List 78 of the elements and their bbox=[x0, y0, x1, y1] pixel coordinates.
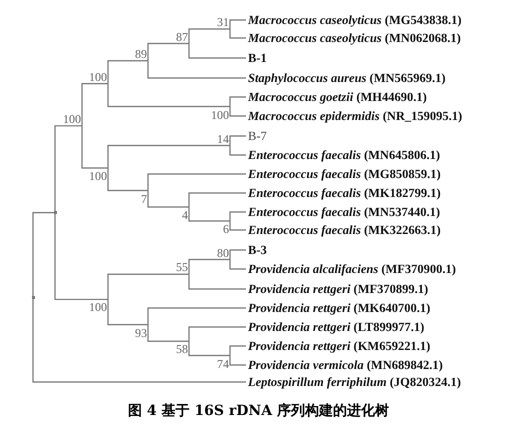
tree-branch bbox=[188, 341, 230, 356]
taxon-label: B-1 bbox=[246, 49, 267, 67]
tree-branch bbox=[32, 297, 246, 383]
tree-branch bbox=[229, 221, 246, 231]
tree-branch bbox=[229, 260, 246, 270]
bootstrap-value: 80 bbox=[217, 246, 229, 260]
tree-branch bbox=[229, 146, 246, 156]
tree-branch bbox=[229, 19, 246, 29]
taxon-label: Providencia vermicola (MN689842.1) bbox=[246, 356, 443, 374]
tree-branch bbox=[188, 207, 230, 222]
tree-branch bbox=[147, 190, 189, 208]
tree-branch bbox=[147, 324, 189, 342]
taxon-label: Macrococcus goetzii (MH44690.1) bbox=[246, 88, 427, 106]
bootstrap-value: 14 bbox=[217, 132, 229, 146]
tree-branch bbox=[229, 356, 246, 366]
bootstrap-value: 100 bbox=[89, 300, 107, 314]
tree-branch bbox=[32, 212, 55, 298]
taxon-label: Providencia rettgeri (MF370899.1) bbox=[246, 280, 428, 298]
bootstrap-value: 4 bbox=[182, 208, 188, 222]
tree-branch bbox=[229, 106, 246, 117]
taxon-label: B-7 bbox=[246, 127, 267, 145]
tree-branch bbox=[188, 44, 246, 59]
tree-branch bbox=[54, 125, 82, 213]
tree-branch bbox=[81, 83, 108, 126]
tree-branch bbox=[147, 173, 246, 190]
taxon-label: Providencia rettgeri (MK640700.1) bbox=[246, 299, 430, 317]
tree-branch bbox=[229, 29, 246, 39]
taxon-label: Providencia rettgeri (KM659221.1) bbox=[246, 337, 430, 355]
tree-branch bbox=[107, 84, 230, 108]
tree-branch bbox=[107, 60, 148, 84]
taxon-label: Providencia alcalifaciens (MF370900.1) bbox=[246, 260, 456, 278]
tree-branch bbox=[147, 42, 189, 61]
branch-point bbox=[32, 296, 34, 299]
tree-branch bbox=[229, 345, 246, 356]
tree-branch bbox=[107, 144, 230, 168]
bootstrap-value: 100 bbox=[89, 169, 107, 183]
tree-branch bbox=[188, 274, 246, 290]
tree-branch bbox=[229, 96, 246, 106]
taxon-label: Staphylococcus aureus (MN565969.1) bbox=[246, 69, 446, 87]
tree-branch bbox=[107, 299, 148, 326]
taxon-label: B-3 bbox=[246, 241, 267, 259]
bootstrap-value: 89 bbox=[135, 46, 147, 61]
taxon-label: Leptospirillum ferriphilum (JQ820324.1) bbox=[246, 373, 461, 391]
bootstrap-value: 55 bbox=[176, 260, 188, 274]
bootstrap-value: 31 bbox=[217, 15, 229, 29]
tree-branch bbox=[188, 258, 230, 274]
tree-branch bbox=[188, 192, 246, 207]
bootstrap-value: 100 bbox=[63, 112, 81, 126]
tree-branch bbox=[188, 326, 246, 342]
bootstrap-value: 7 bbox=[141, 192, 147, 206]
bootstrap-value: 100 bbox=[89, 70, 107, 84]
tree-branch bbox=[54, 212, 108, 300]
branch-point bbox=[54, 211, 56, 214]
tree-branch bbox=[229, 211, 246, 221]
taxon-label: Macrococcus caseolyticus (MG543838.1) bbox=[246, 11, 462, 29]
tree-branch bbox=[81, 126, 108, 169]
bootstrap-value: 74 bbox=[217, 356, 229, 370]
bootstrap-value: 93 bbox=[135, 326, 147, 340]
bootstrap-value: 87 bbox=[176, 30, 188, 44]
taxon-label: Macrococcus epidermidis (NR_159095.1) bbox=[246, 107, 462, 125]
taxon-label: Enterococcus faecalis (MK182799.1) bbox=[246, 184, 441, 202]
tree-branch bbox=[147, 60, 246, 79]
taxon-label: Enterococcus faecalis (MN645806.1) bbox=[246, 146, 440, 164]
bootstrap-value: 58 bbox=[176, 342, 188, 356]
tree-branch bbox=[107, 274, 189, 300]
taxon-label: Macrococcus caseolyticus (MN062068.1) bbox=[246, 29, 461, 47]
taxon-label: Providencia rettgeri (LT899977.1) bbox=[246, 318, 424, 336]
taxon-label: Enterococcus faecalis (MG850859.1) bbox=[246, 165, 441, 183]
tree-branch bbox=[188, 28, 230, 44]
taxon-label: Enterococcus faecalis (MN537440.1) bbox=[246, 203, 440, 221]
tree-branch bbox=[147, 307, 246, 325]
bootstrap-value: 6 bbox=[223, 222, 229, 236]
taxon-label: Enterococcus faecalis (MK322663.1) bbox=[246, 221, 441, 239]
tree-branch bbox=[229, 135, 246, 146]
figure-caption: 图 4 基于 16S rDNA 序列构建的进化树 bbox=[127, 402, 390, 420]
bootstrap-value: 100 bbox=[211, 108, 229, 122]
tree-branch bbox=[107, 168, 148, 192]
tree-branch bbox=[229, 249, 246, 260]
